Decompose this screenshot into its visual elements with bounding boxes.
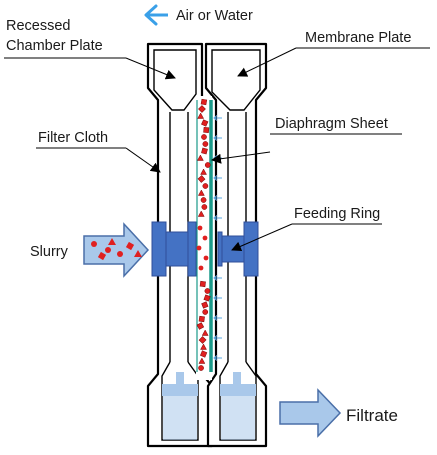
slurry-particle: [200, 168, 207, 175]
slurry-particle: [202, 141, 209, 147]
air-or-water-label: Air or Water: [176, 8, 253, 24]
slurry-particle: [198, 365, 204, 371]
slurry-particle: [201, 119, 209, 127]
diaphragm-sheet-label: Diaphragm Sheet: [275, 116, 388, 132]
pressure-arrow-icon: [213, 335, 222, 341]
slurry-particle: [202, 309, 209, 315]
pressure-arrow-icon: [213, 195, 222, 201]
slurry-particle: [196, 154, 204, 161]
slurry-particle: [200, 197, 207, 203]
slurry-particle: [108, 238, 116, 245]
slurry-particle: [198, 315, 205, 323]
slurry-particle: [201, 204, 208, 210]
slurry-particle: [198, 265, 204, 271]
slurry-particle: [199, 350, 208, 358]
slurry-particle: [204, 288, 211, 294]
membrane-plate-label: Membrane Plate: [305, 30, 411, 46]
slurry-particle: [201, 301, 209, 309]
filter-cloth-label: Filter Cloth: [38, 130, 108, 146]
slurry-particle: [134, 250, 142, 257]
slurry-particle: [197, 225, 203, 231]
slurry-label: Slurry: [30, 244, 69, 260]
slurry-particle: [200, 343, 207, 350]
slurry-particle: [198, 336, 207, 344]
filtrate-label: Filtrate: [346, 406, 398, 425]
slurry-particle: [105, 247, 111, 253]
recessed-label-line1: Recessed: [6, 18, 70, 34]
slurry-particle: [197, 210, 205, 217]
pressure-arrow-icon: [213, 315, 222, 321]
slurry-particle: [201, 329, 209, 336]
pressure-arrow-icon: [213, 135, 222, 141]
pressure-arrow-icon: [213, 115, 222, 121]
feeding-ring-left: [151, 221, 197, 277]
slurry-particle: [197, 189, 205, 196]
slurry-arrow: [83, 222, 150, 278]
feeding-ring-label: Feeding Ring: [294, 206, 380, 222]
slurry-particle: [201, 134, 207, 140]
slurry-particle: [200, 98, 208, 106]
slurry-particles: [196, 98, 211, 371]
slurry-particle: [203, 294, 211, 302]
leader-lines: [4, 47, 430, 252]
slurry-particle: [199, 280, 206, 288]
slurry-particle: [196, 245, 202, 251]
slurry-particle: [202, 235, 208, 241]
arrow-left-icon: [144, 4, 168, 26]
slurry-particle: [196, 322, 205, 330]
slurry-particle: [197, 112, 205, 119]
slurry-particle: [125, 241, 135, 251]
slurry-particle: [203, 126, 210, 134]
slurry-particle: [198, 357, 206, 364]
slurry-particle: [91, 241, 97, 247]
slurry-particle: [198, 105, 206, 113]
slurry-particle: [117, 251, 123, 257]
slurry-particle: [202, 183, 209, 189]
pressure-arrow-icon: [213, 355, 222, 361]
recessed-label-line2: Chamber Plate: [6, 38, 103, 54]
pressure-arrow-icon: [213, 295, 222, 301]
slurry-particle: [201, 147, 208, 155]
pressure-arrow-icon: [213, 275, 222, 281]
pressure-arrow-icon: [213, 175, 222, 181]
slurry-particle: [203, 255, 209, 261]
slurry-particle: [204, 162, 211, 168]
slurry-particle: [197, 175, 206, 183]
pressure-arrow-icon: [213, 215, 222, 221]
filtrate-arrow: [279, 388, 342, 438]
slurry-particle: [97, 251, 107, 261]
